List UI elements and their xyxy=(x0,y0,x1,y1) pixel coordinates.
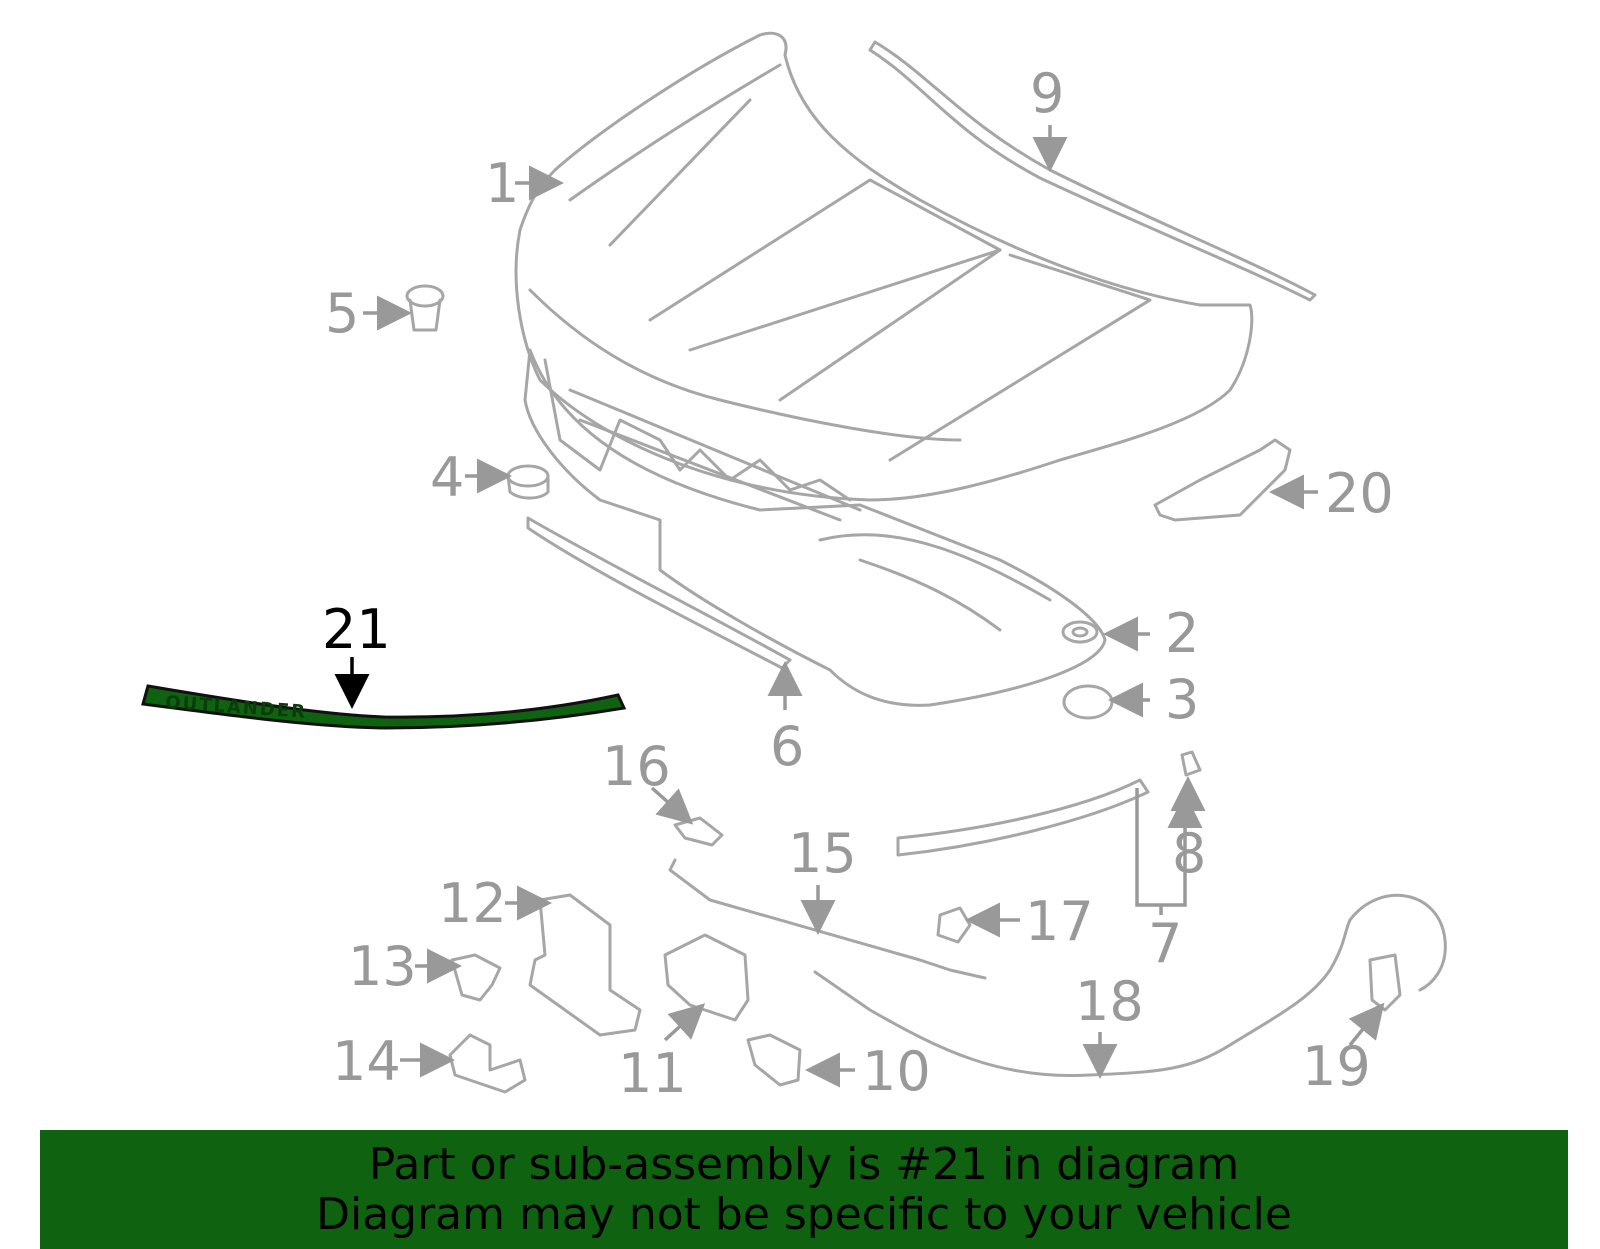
callout-21: 21 xyxy=(322,598,391,661)
callout-13: 13 xyxy=(348,935,417,998)
callout-5: 5 xyxy=(325,282,359,345)
grommet-3 xyxy=(1062,684,1114,720)
holder-17 xyxy=(936,906,972,944)
release-cable-18 xyxy=(813,918,1352,1078)
callout-11: 11 xyxy=(618,1042,687,1105)
callout-20: 20 xyxy=(1325,462,1394,525)
hood-insulator-pad xyxy=(523,348,1107,707)
callout-4: 4 xyxy=(430,446,464,509)
lock-cover-11 xyxy=(663,933,750,1022)
hood-panel xyxy=(514,31,1254,502)
arrow-19 xyxy=(1348,1002,1385,1047)
release-handle-19 xyxy=(1368,953,1402,1012)
hood-lock-12 xyxy=(528,893,642,1037)
clip-5 xyxy=(405,284,445,332)
bracket-14 xyxy=(448,1033,527,1094)
hinge-20 xyxy=(1153,438,1292,522)
callout-12: 12 xyxy=(438,872,507,935)
release-handle-10 xyxy=(746,1033,802,1087)
arrow-16 xyxy=(650,786,694,825)
banner-line-1: Part or sub-assembly is #21 in diagram xyxy=(368,1138,1240,1190)
callout-1: 1 xyxy=(485,152,519,215)
info-banner: Part or sub-assembly is #21 in diagram D… xyxy=(40,1130,1568,1249)
cable-loop-19 xyxy=(1348,893,1447,992)
callout-2: 2 xyxy=(1165,602,1199,665)
callout-18: 18 xyxy=(1075,970,1144,1033)
callout-15: 15 xyxy=(788,822,857,885)
callout-14: 14 xyxy=(332,1030,401,1093)
callout-7: 7 xyxy=(1148,912,1182,975)
outlander-emblem-21[interactable]: OUTLANDER xyxy=(141,684,627,730)
rear-seal-7 xyxy=(896,778,1150,857)
callout-6: 6 xyxy=(770,715,804,778)
striker-13 xyxy=(450,953,502,1002)
arrow-11 xyxy=(663,1003,706,1042)
callout-9: 9 xyxy=(1030,62,1064,125)
emblem-lettering: OUTLANDER xyxy=(165,692,308,723)
clip-16 xyxy=(673,816,724,847)
hood-bumper xyxy=(506,464,550,500)
callout-3: 3 xyxy=(1165,668,1199,731)
callout-16: 16 xyxy=(602,735,671,798)
callout-8: 8 xyxy=(1172,822,1206,885)
banner-line-2: Diagram may not be specific to your vehi… xyxy=(316,1188,1292,1240)
hood-weatherstrip xyxy=(868,40,1317,302)
callout-17: 17 xyxy=(1025,890,1094,953)
callout-10: 10 xyxy=(862,1040,931,1103)
callout-19: 19 xyxy=(1302,1035,1371,1098)
clip-8 xyxy=(1180,750,1202,777)
